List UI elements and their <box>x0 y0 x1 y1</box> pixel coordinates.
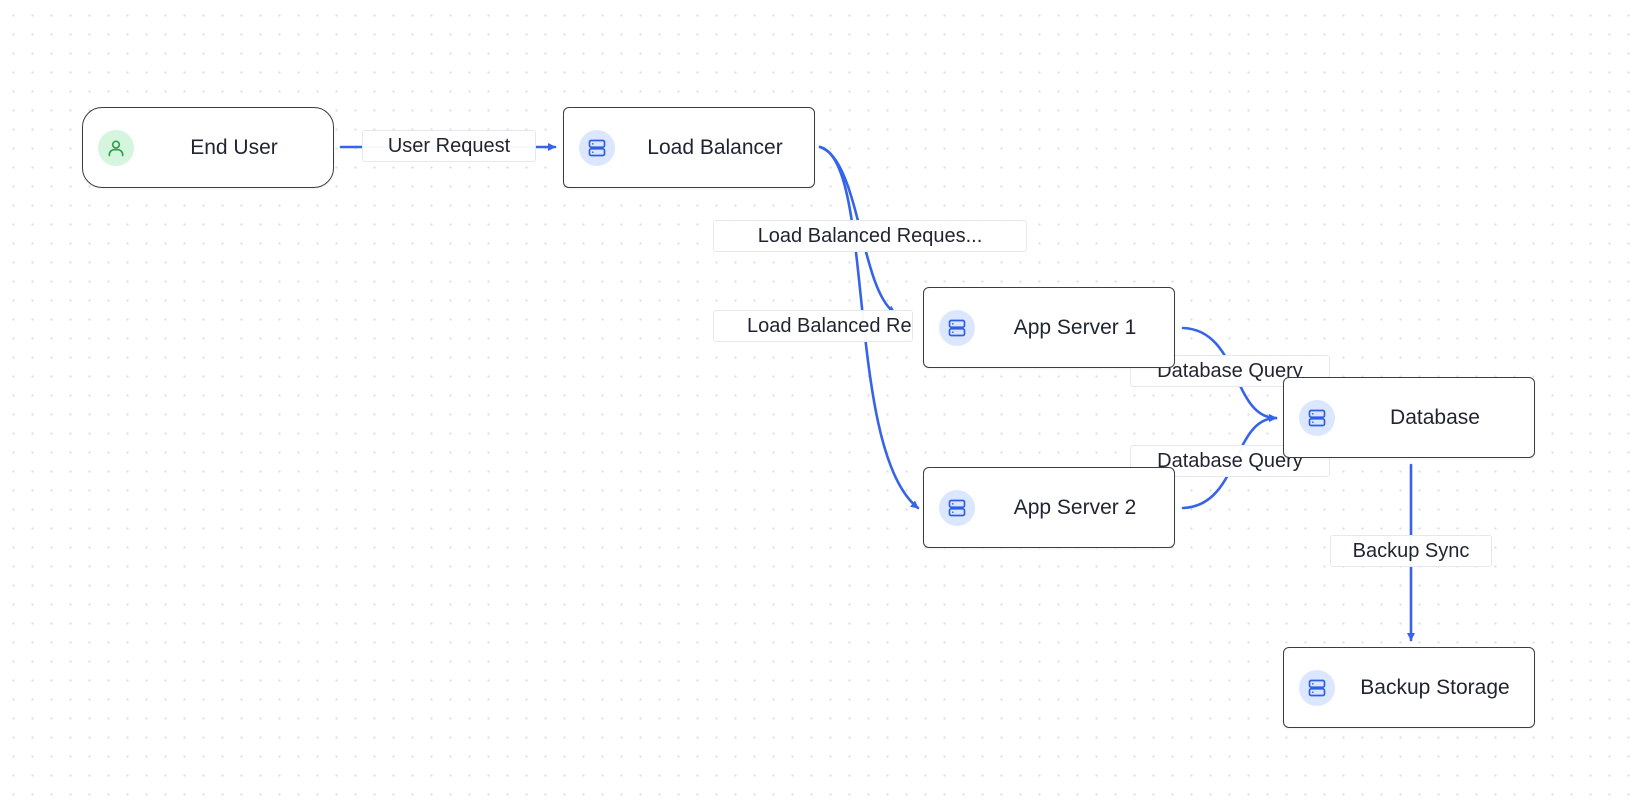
node-label: App Server 1 <box>1013 315 1137 339</box>
node-label: App Server 2 <box>1013 495 1137 519</box>
edge-label-load-balanced-request-1[interactable]: Load Balanced Reques... <box>713 220 1027 252</box>
server-icon <box>939 489 975 526</box>
node-database[interactable]: Database <box>1283 377 1535 458</box>
edge-label-backup-sync[interactable]: Backup Sync <box>1330 535 1492 567</box>
node-label: Database <box>1390 405 1480 429</box>
server-icon <box>939 309 975 346</box>
node-label: Backup Storage <box>1360 675 1510 699</box>
node-label: Load Balancer <box>647 135 783 159</box>
node-backup-storage[interactable]: Backup Storage <box>1283 647 1535 728</box>
edge-label-user-request[interactable]: User Request <box>362 130 536 162</box>
node-app-server-1[interactable]: App Server 1 <box>923 287 1175 368</box>
node-app-server-2[interactable]: App Server 2 <box>923 467 1175 548</box>
user-icon <box>98 129 134 166</box>
server-icon <box>1299 399 1335 436</box>
server-icon <box>579 129 615 166</box>
node-end-user[interactable]: End User <box>82 107 334 188</box>
server-icon <box>1299 669 1335 706</box>
node-load-balancer[interactable]: Load Balancer <box>563 107 815 188</box>
node-label: End User <box>190 135 278 159</box>
edge-label-load-balanced-request-2[interactable]: Load Balanced Re <box>713 310 913 342</box>
